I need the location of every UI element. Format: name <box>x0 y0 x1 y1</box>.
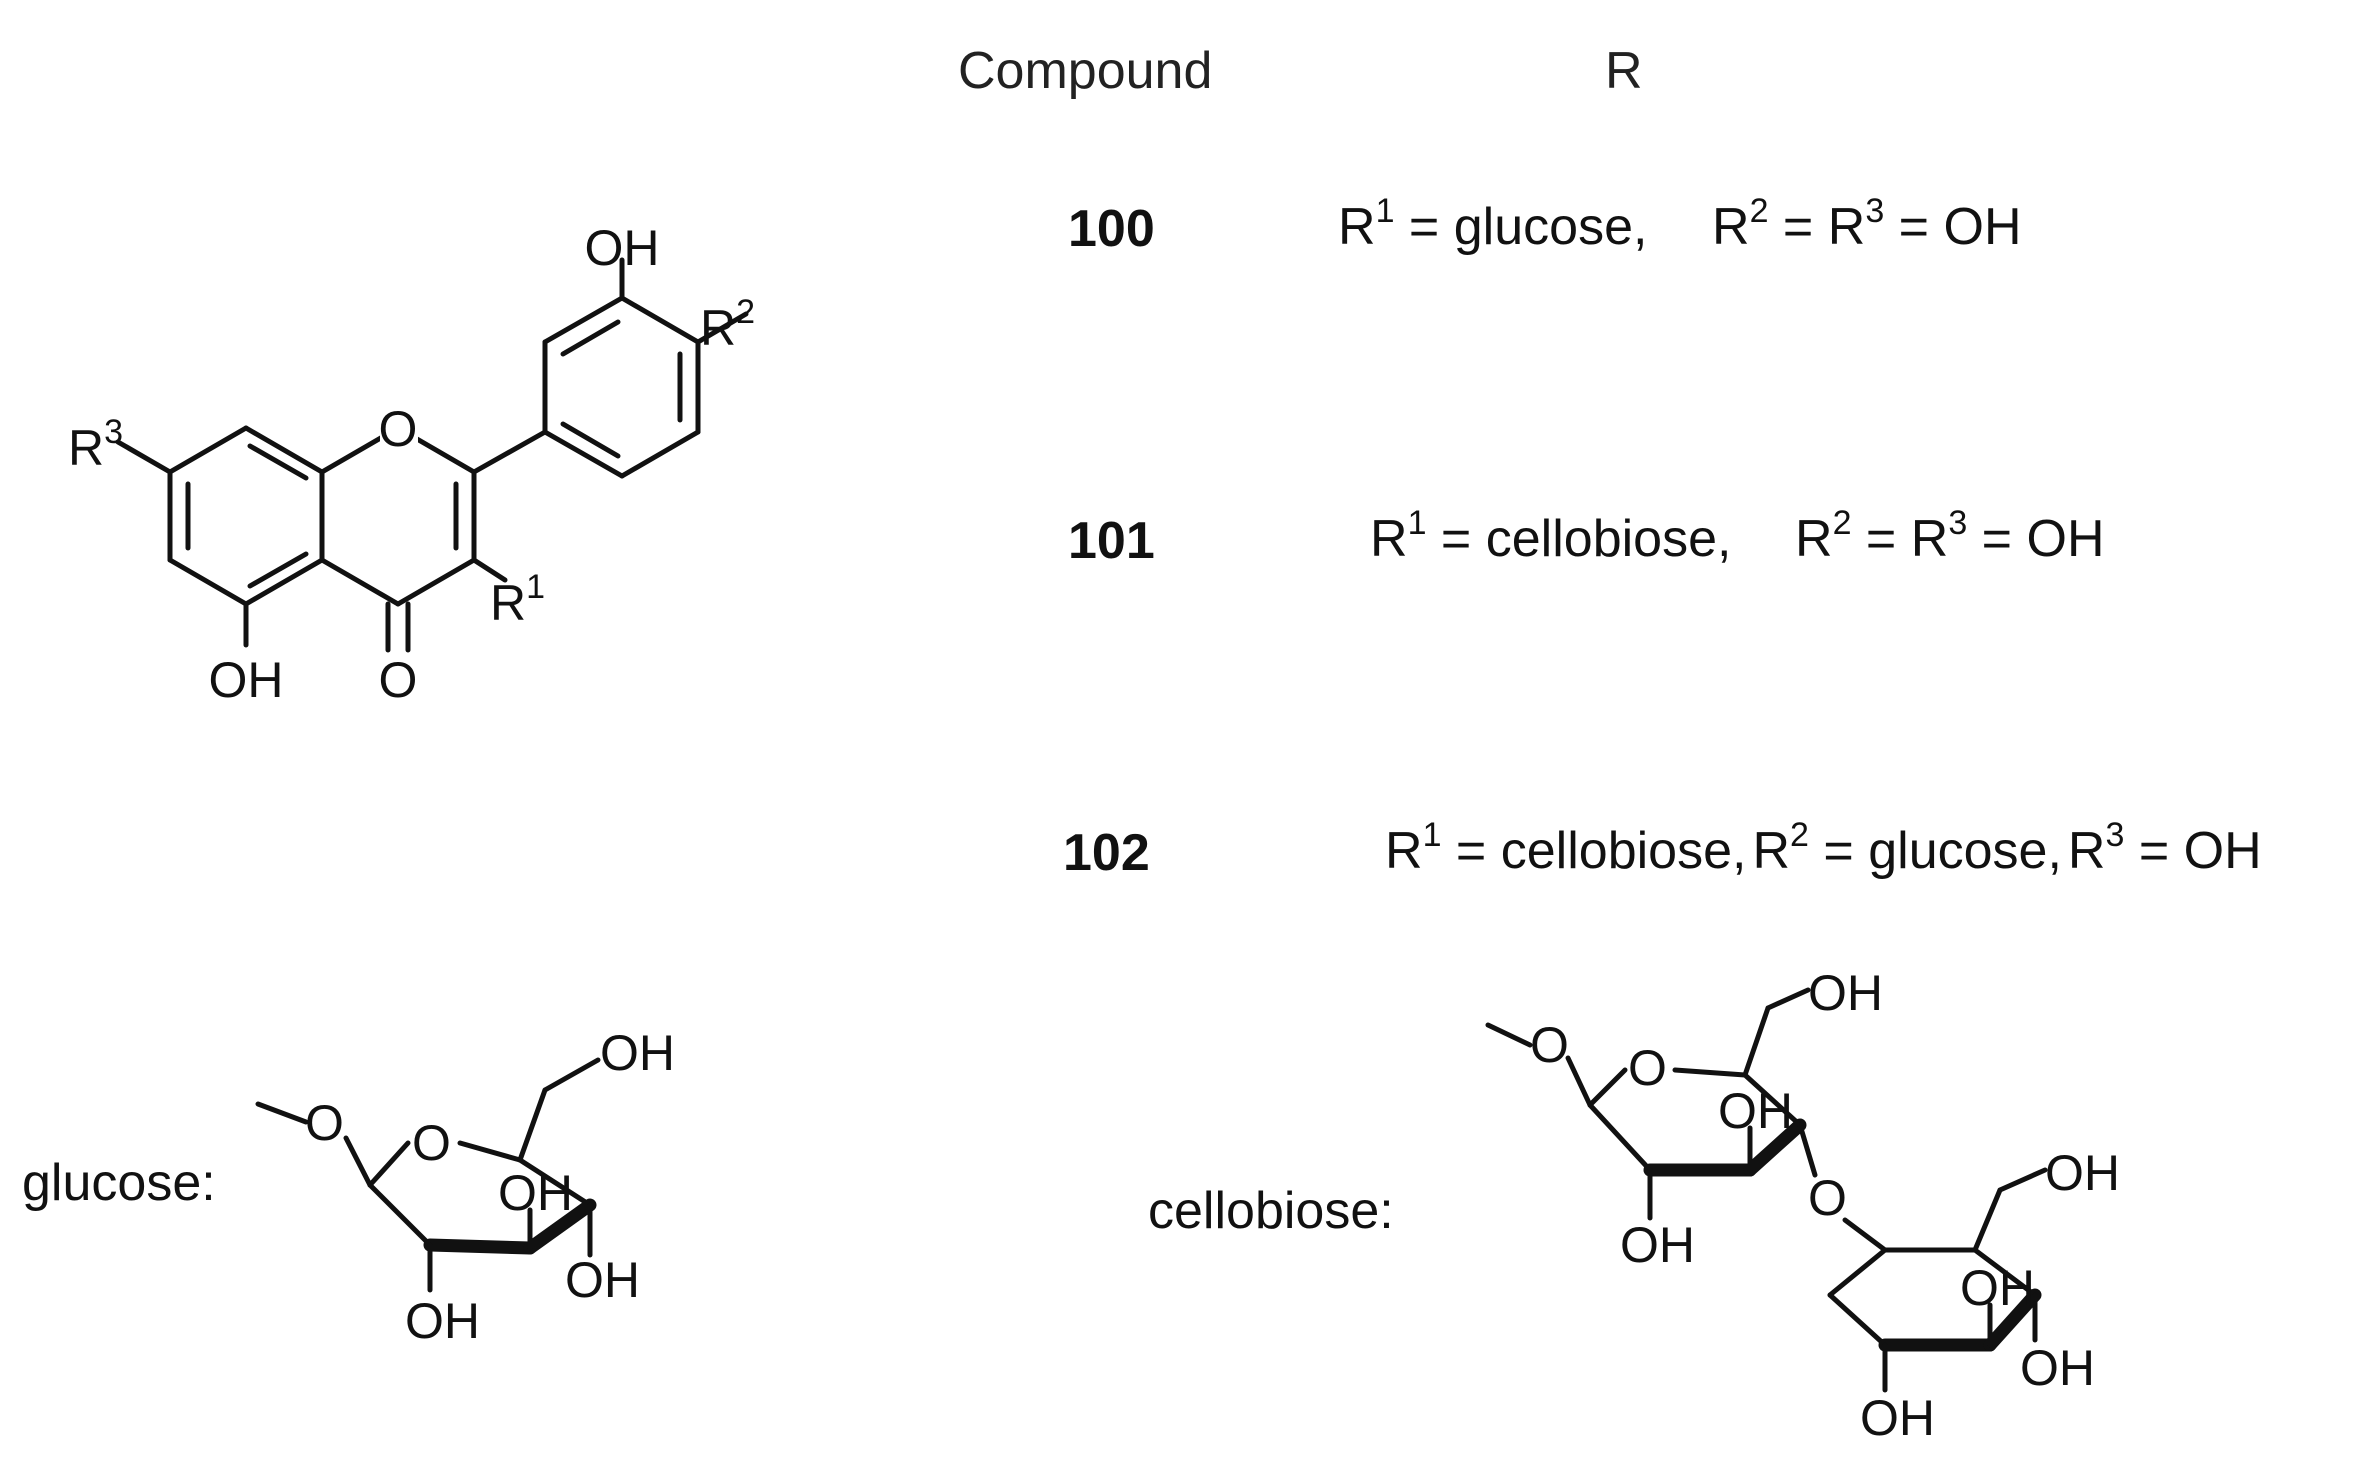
substituents-100: R1 = glucose,R2 = R3 = OH <box>1338 192 2022 256</box>
cellobiose-caption: cellobiose: <box>1148 1182 1394 1240</box>
glucose-structure: O O OH OH OH OH <box>255 1025 675 1349</box>
cellobiose-anomeric-oxygen: O <box>1530 1017 1569 1073</box>
glucose-c4-hydroxyl: OH <box>498 1165 573 1221</box>
column-header-r: R <box>1605 42 1643 100</box>
cellobiose-c6prime-hydroxyl: OH <box>2045 1145 2120 1201</box>
cellobiose-c3prime-hydroxyl: OH <box>2020 1340 2095 1396</box>
ring-oxygen-label: O <box>379 401 418 457</box>
r1-label: R1 <box>490 568 545 631</box>
glucose-c6-hydroxyl: OH <box>600 1025 675 1081</box>
glucose-ring-oxygen: O <box>412 1115 451 1171</box>
r3-label: R3 <box>68 413 123 476</box>
cellobiose-glycosidic-oxygen: O <box>1808 1170 1847 1226</box>
cellobiose-ring1-oxygen: O <box>1628 1040 1667 1096</box>
glucose-c2-hydroxyl: OH <box>405 1293 480 1349</box>
glucose-c3-hydroxyl: OH <box>565 1252 640 1308</box>
cellobiose-c4-hydroxyl: OH <box>1718 1083 1793 1139</box>
c3prime-hydroxyl-label: OH <box>585 220 660 276</box>
substituents-101: R1 = cellobiose,R2 = R3 = OH <box>1370 504 2105 568</box>
column-header-compound: Compound <box>958 42 1212 100</box>
compound-id-102: 102 <box>1063 824 1150 882</box>
cellobiose-structure: O O OH OH OH O OH OH OH OH <box>1485 965 2120 1446</box>
c5-hydroxyl-label: OH <box>209 652 284 708</box>
flavone-structure: O O OH OH R3 R1 R2 <box>68 220 755 708</box>
cellobiose-c6-hydroxyl: OH <box>1808 965 1883 1021</box>
glucose-caption: glucose: <box>22 1154 216 1212</box>
carbonyl-oxygen-label: O <box>379 652 418 708</box>
glucose-anomeric-oxygen: O <box>305 1095 344 1151</box>
compound-id-100: 100 <box>1068 200 1155 258</box>
cellobiose-c4prime-hydroxyl: OH <box>1960 1260 2035 1316</box>
compound-id-101: 101 <box>1068 512 1155 570</box>
cellobiose-c2prime-hydroxyl: OH <box>1860 1390 1935 1446</box>
r2-label: R2 <box>700 293 755 356</box>
cellobiose-c2-hydroxyl: OH <box>1620 1217 1695 1273</box>
substituents-102: R1 = cellobiose,R2 = glucose,R3 = OH <box>1385 816 2262 880</box>
